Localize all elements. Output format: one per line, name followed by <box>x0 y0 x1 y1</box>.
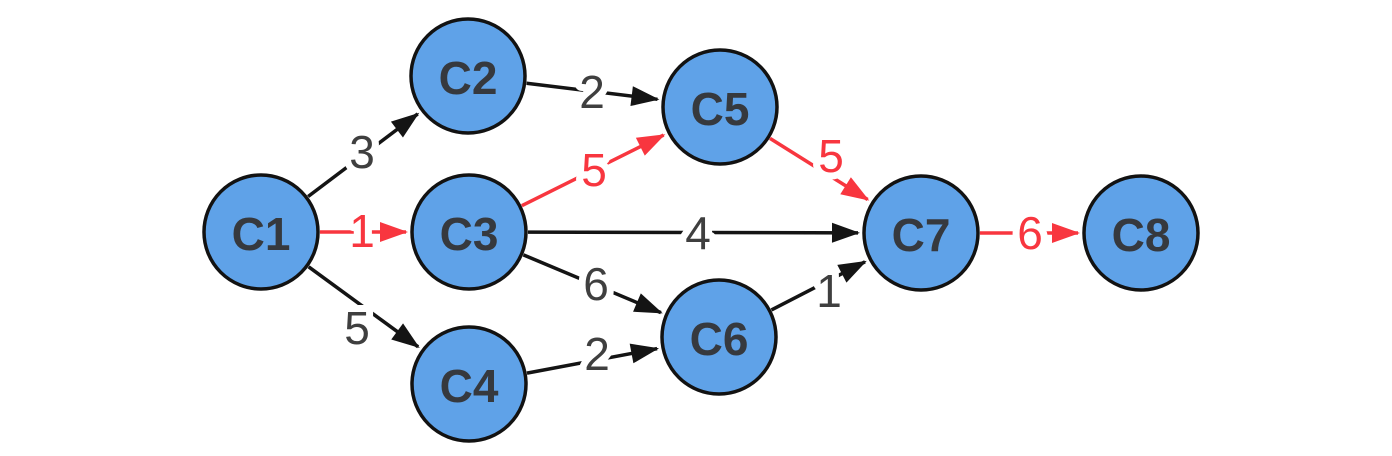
node-circle-C1 <box>202 173 320 291</box>
node-circle-C3 <box>410 173 528 291</box>
edge-weight-C3-C6: 6 <box>583 258 609 310</box>
edge-layer <box>307 81 1080 375</box>
node-C5: C5 <box>661 48 779 166</box>
node-C2: C2 <box>409 17 527 135</box>
edge-weight-C1-C3: 1 <box>349 205 375 257</box>
node-C7: C7 <box>862 174 980 292</box>
edge-weight-C4-C6: 2 <box>584 328 610 380</box>
edge-weight-C7-C8: 6 <box>1017 207 1043 259</box>
node-label-C4: C4 <box>440 360 499 412</box>
edge-weight-C6-C7: 1 <box>816 265 842 317</box>
node-circle-C7 <box>862 174 980 292</box>
edge-weight-C2-C5: 2 <box>579 66 605 118</box>
edge-C3-C5 <box>521 133 666 208</box>
node-label-C3: C3 <box>440 208 499 260</box>
edge-C1-C2 <box>307 112 420 198</box>
edge-C6-C7 <box>770 260 867 312</box>
edge-C4-C6 <box>526 343 660 375</box>
node-label-C2: C2 <box>439 52 498 104</box>
edge-weight-C1-C2: 3 <box>349 126 375 178</box>
edge-C1-C4 <box>307 265 420 349</box>
edge-weight-C1-C4: 5 <box>344 302 370 354</box>
node-C4: C4 <box>410 325 528 443</box>
edge-C2-C5 <box>526 81 660 107</box>
node-label-C7: C7 <box>892 209 951 261</box>
edge-C5-C7 <box>769 136 870 202</box>
edge-C3-C7 <box>527 222 861 243</box>
node-label-C6: C6 <box>690 313 749 365</box>
node-C3: C3 <box>410 173 528 291</box>
node-label-C8: C8 <box>1112 209 1171 261</box>
node-circle-C8 <box>1082 174 1200 292</box>
node-circle-C2 <box>409 17 527 135</box>
edge-weight-C3-C7: 4 <box>685 207 711 259</box>
edge-C3-C6 <box>522 253 663 315</box>
edge-weight-C3-C5: 5 <box>581 144 607 196</box>
node-C6: C6 <box>660 278 778 396</box>
node-C8: C8 <box>1082 174 1200 292</box>
node-circle-C6 <box>660 278 778 396</box>
node-label-C1: C1 <box>232 208 291 260</box>
node-circle-C5 <box>661 48 779 166</box>
node-circle-C4 <box>410 325 528 443</box>
edge-weight-C5-C7: 5 <box>818 130 844 182</box>
node-C1: C1 <box>202 173 320 291</box>
node-label-C5: C5 <box>691 83 750 135</box>
